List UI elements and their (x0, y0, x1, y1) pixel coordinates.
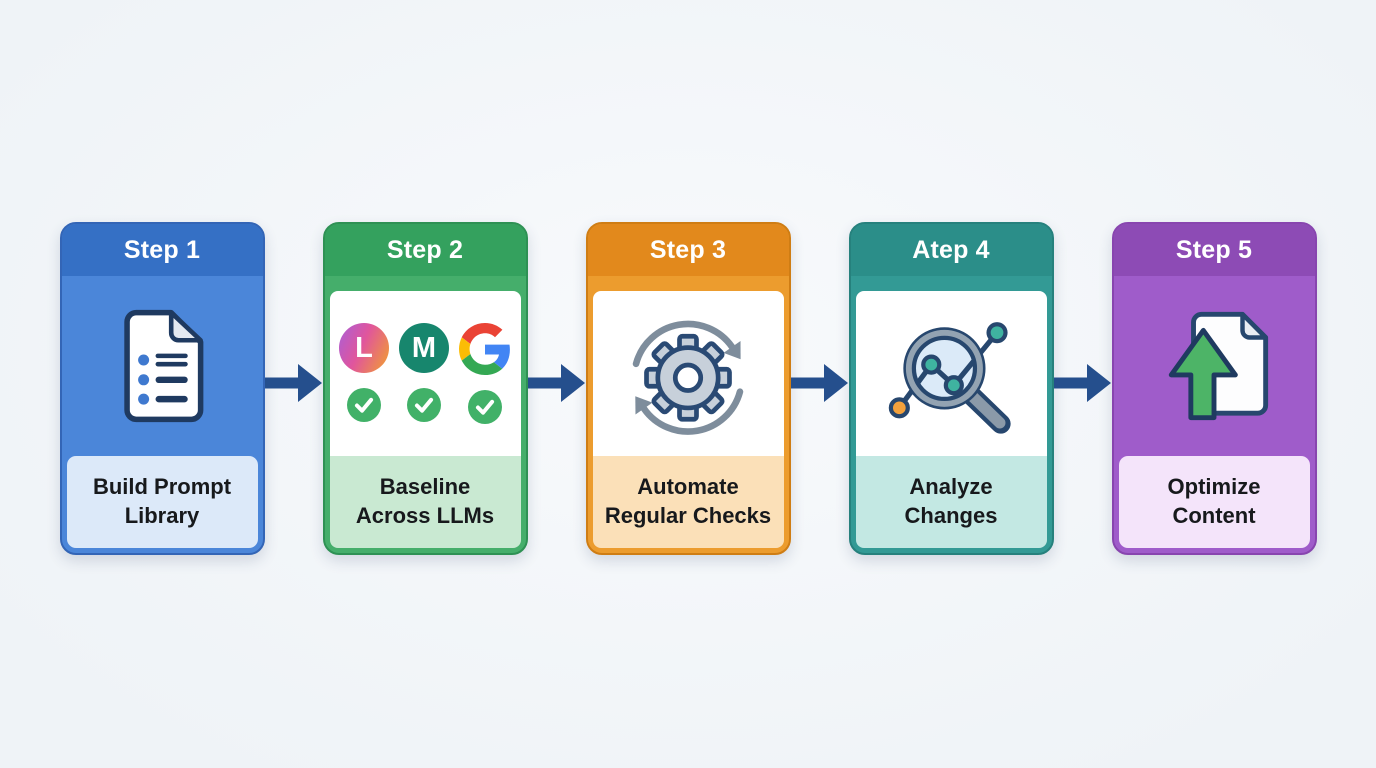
check-icon (407, 388, 441, 422)
step-2-panel: L M (329, 291, 521, 548)
step-4-body: Analyze Changes (851, 276, 1052, 553)
flow-arrow-1 (264, 222, 323, 555)
check-icon (468, 390, 502, 424)
automation-cycle-gear-icon (632, 320, 744, 435)
step-3-panel: Automate Regular Checks (592, 291, 784, 548)
step-5-label-text: Optimize Content (1167, 474, 1261, 528)
step-5-header-label: Step 5 (1175, 235, 1253, 264)
right-arrow-icon (527, 364, 585, 402)
step-4-label-text: Analyze Changes (904, 474, 998, 528)
document-list-icon (124, 309, 204, 423)
step-4-icon-zone (855, 291, 1047, 456)
llm-logo-column (459, 323, 511, 424)
step-card-1: Step 1 Bui (59, 222, 265, 555)
llm-logo-column: L (339, 323, 389, 424)
llm-logo-column: M (399, 323, 449, 424)
step-2-label-text: Baseline Across LLMs (355, 474, 495, 528)
flow-arrow-3 (790, 222, 849, 555)
step-4-label: Analyze Changes (855, 456, 1047, 548)
steps-row: Step 1 Bui (0, 222, 1376, 555)
flow-arrow-4 (1053, 222, 1112, 555)
step-card-2: Step 2 L (322, 222, 528, 555)
step-4-header: Atep 4 (850, 224, 1052, 276)
right-arrow-icon (1053, 364, 1111, 402)
step-2-body: L M (325, 276, 526, 553)
llm-l-letter: L (355, 331, 373, 364)
step-3-icon-zone (592, 291, 784, 456)
step-1-label-text: Build Prompt Library (92, 474, 232, 528)
step-3-label-text: Automate Regular Checks (604, 474, 772, 528)
step-card-3: Step 3 (585, 222, 791, 555)
llm-logos-checks-icon: L M (339, 323, 511, 424)
step-1-body: Build Prompt Library (62, 276, 263, 553)
step-card-5: Step 5 Optimize Content (1111, 222, 1317, 555)
llm-m-letter: M (411, 331, 437, 364)
step-5-label: Optimize Content (1118, 456, 1310, 548)
right-arrow-icon (790, 364, 848, 402)
step-1-label: Build Prompt Library (66, 456, 258, 548)
step-3-label: Automate Regular Checks (592, 456, 784, 548)
magnifier-chart-icon (888, 321, 1011, 434)
step-3-header: Step 3 (587, 224, 789, 276)
step-1-header: Step 1 (61, 224, 263, 276)
step-2-label: Baseline Across LLMs (329, 456, 521, 548)
step-5-body: Optimize Content (1114, 276, 1315, 553)
step-3-body: Automate Regular Checks (588, 276, 789, 553)
upload-document-icon (1168, 311, 1269, 421)
google-g-logo-icon (459, 323, 510, 375)
step-4-header-label: Atep 4 (912, 235, 990, 264)
step-4-panel: Analyze Changes (855, 291, 1047, 548)
step-3-header-label: Step 3 (649, 235, 727, 264)
check-icon (347, 388, 381, 422)
flow-arrow-2 (527, 222, 586, 555)
step-2-header: Step 2 (324, 224, 526, 276)
llm-m-logo-icon: M (399, 323, 449, 373)
step-5-icon-zone (1119, 276, 1310, 456)
step-1-header-label: Step 1 (123, 235, 201, 264)
step-card-4: Atep 4 (848, 222, 1054, 555)
llm-l-logo-icon: L (339, 323, 389, 373)
step-2-header-label: Step 2 (386, 235, 464, 264)
step-5-header: Step 5 (1113, 224, 1315, 276)
right-arrow-icon (264, 364, 322, 402)
step-1-icon-zone (67, 276, 258, 456)
step-2-icon-zone: L M (329, 291, 521, 456)
